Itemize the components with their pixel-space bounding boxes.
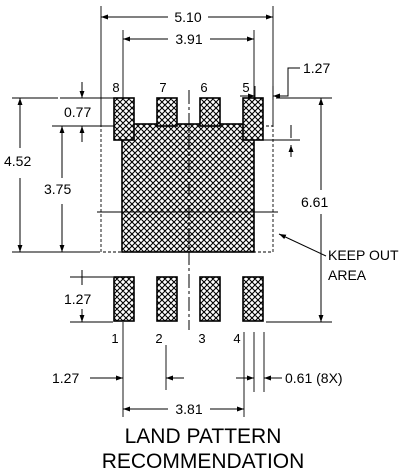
pad-height-dim: 0.77 — [64, 104, 91, 120]
overall-width-dim: 5.10 — [174, 9, 201, 25]
pad-8 — [113, 97, 135, 141]
pad-1 — [113, 276, 135, 322]
pad-3 — [199, 276, 221, 322]
keep-out-label-line1: KEEP OUT — [328, 247, 399, 263]
height-left-dim: 4.52 — [4, 153, 31, 169]
pin-label-8: 8 — [112, 80, 119, 95]
pin-label-2: 2 — [155, 331, 162, 346]
pad-6 — [199, 97, 221, 127]
pin-label-1: 1 — [111, 331, 118, 346]
top-pad-span-dim: 3.91 — [175, 31, 202, 47]
pin-label-5: 5 — [242, 80, 249, 95]
pad-5 — [242, 97, 264, 141]
caption-line2: RECOMMENDATION — [102, 450, 305, 473]
pin-label-3: 3 — [198, 331, 205, 346]
left-pitch-dim: 1.27 — [64, 291, 91, 307]
pad-7 — [156, 97, 178, 127]
caption-line1: LAND PATTERN — [125, 425, 282, 448]
overall-height-dim: 6.61 — [301, 194, 328, 210]
pin-label-6: 6 — [200, 80, 207, 95]
pad-width-dim: 0.61 (8X) — [285, 370, 343, 386]
pin-label-7: 7 — [159, 80, 166, 95]
pad-2 — [156, 276, 178, 322]
top-pitch-dim: 1.27 — [303, 60, 330, 76]
pad-4 — [242, 276, 264, 322]
bottom-pitch-dim: 1.27 — [52, 370, 79, 386]
bottom-pad-span-dim: 3.81 — [175, 401, 202, 417]
thermal-pad — [121, 123, 255, 253]
thermal-height-dim: 3.75 — [44, 181, 71, 197]
pin-label-4: 4 — [233, 331, 240, 346]
keep-out-label-line2: AREA — [328, 267, 367, 283]
